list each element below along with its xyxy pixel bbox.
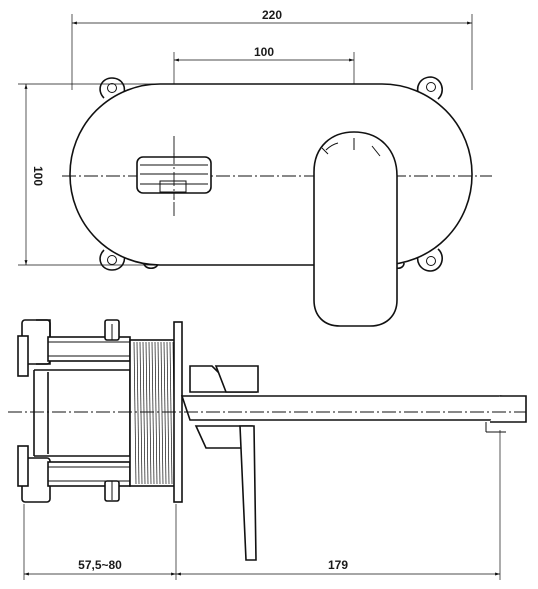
front-view: 220 100 100 [18, 8, 492, 327]
valve-body [33, 369, 131, 457]
dim-overall-width: 220 [71, 8, 473, 90]
spout [180, 395, 527, 433]
side-view: 57,5~80 179 [8, 319, 527, 580]
thread-line [148, 341, 152, 485]
mixer-lever-side [189, 365, 259, 561]
thread-line [133, 341, 137, 485]
cover-plate-outline [69, 83, 473, 266]
dim-220-label: 220 [262, 8, 282, 22]
thread-line [157, 341, 161, 485]
dim-57-80-label: 57,5~80 [78, 558, 122, 572]
dim-100-height-label: 100 [31, 166, 45, 186]
lower-connector [17, 445, 131, 503]
mixer-lever-front [313, 131, 398, 327]
thread-line [160, 341, 164, 485]
threaded-sleeve [129, 339, 177, 487]
thread-line [154, 341, 158, 485]
diverter-knob [136, 150, 212, 200]
upper-connector [17, 319, 131, 377]
dim-wall-depth: 57,5~80 [23, 504, 177, 580]
thread-line [151, 341, 155, 485]
thread-line [142, 341, 146, 485]
thread-line [163, 341, 167, 485]
dim-spout-length: 179 [176, 430, 501, 580]
thread-line [145, 341, 149, 485]
thread-line [139, 341, 143, 485]
dim-100-spacing-label: 100 [254, 45, 274, 59]
thread-line [166, 341, 170, 485]
thread-line [136, 341, 140, 485]
dim-179-label: 179 [328, 558, 348, 572]
thread-line [169, 341, 173, 485]
